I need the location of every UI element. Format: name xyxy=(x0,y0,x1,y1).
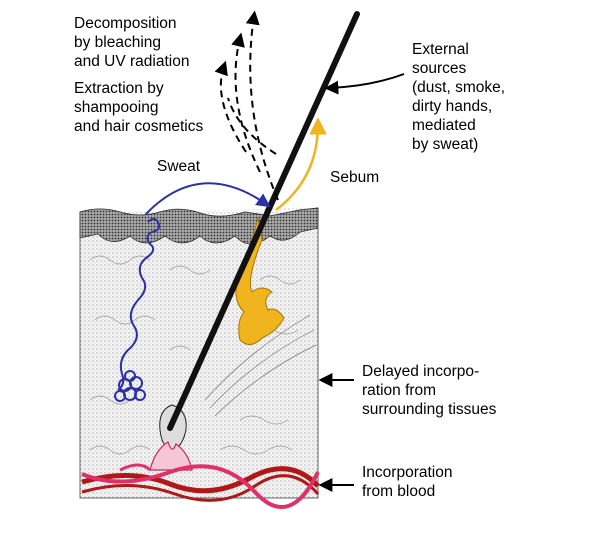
blood-vessels xyxy=(81,463,320,510)
decomposition-label: Decomposition by bleaching and UV radiat… xyxy=(74,15,190,70)
blood-incorporation-label: Incorporation from blood xyxy=(362,464,453,500)
external-sources-label: External sources (dust, smoke, dirty han… xyxy=(412,41,506,153)
sweat-arrow xyxy=(145,182,271,215)
sweat-label: Sweat xyxy=(157,158,201,175)
delayed-incorporation-label: Delayed incorpo- ration from surrounding… xyxy=(362,363,497,418)
sebum-label: Sebum xyxy=(330,169,380,186)
dermal-papilla xyxy=(149,441,193,471)
dashed-arrows xyxy=(214,10,279,201)
external-arrow xyxy=(324,73,405,95)
sebaceous-gland xyxy=(235,217,285,345)
skin-tissue xyxy=(79,207,319,499)
extraction-label: Extraction by shampooing and hair cosmet… xyxy=(74,80,204,135)
sweat-gland xyxy=(114,218,161,402)
sebum-arrow xyxy=(275,117,327,211)
